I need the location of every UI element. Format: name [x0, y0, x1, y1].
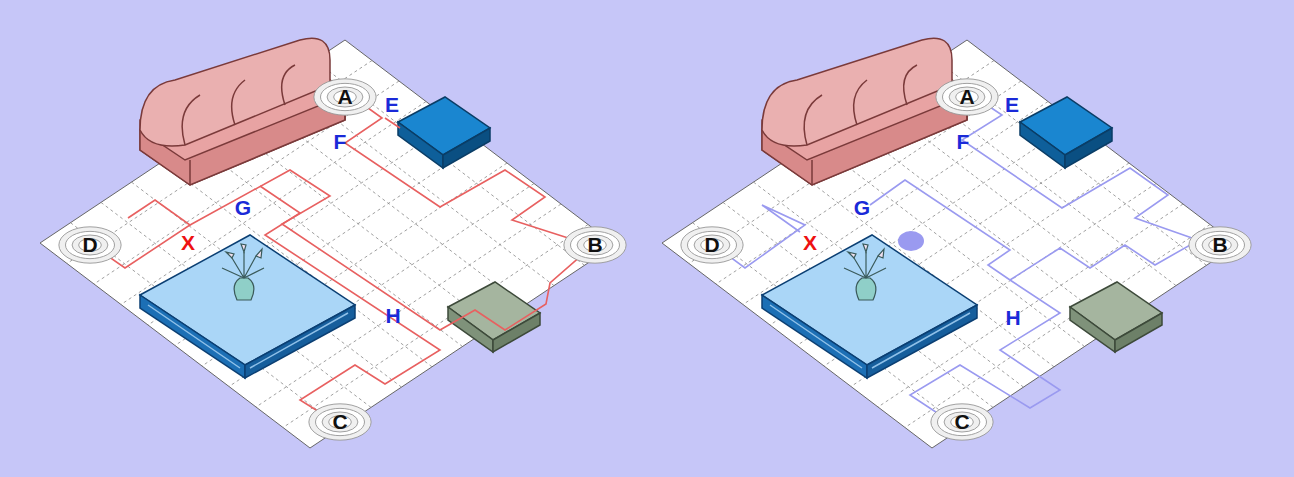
station-letter: A [959, 85, 974, 109]
waypoint-label: H [385, 304, 400, 328]
charging-station: A [934, 77, 1000, 117]
charging-station: B [1187, 225, 1253, 265]
station-letter: D [82, 233, 97, 257]
charging-station: A [312, 77, 378, 117]
room-left [40, 38, 615, 448]
charging-station: D [57, 225, 123, 265]
charging-station: D [679, 225, 745, 265]
waypoint-label: E [385, 93, 399, 117]
station-letter: A [337, 85, 352, 109]
station-letter: B [587, 233, 602, 257]
target-mark: X [181, 231, 195, 255]
charging-station: C [307, 402, 373, 442]
red-path [92, 95, 590, 425]
target-mark: X [803, 231, 817, 255]
charging-station: B [562, 225, 628, 265]
waypoint-label: F [957, 130, 970, 154]
station-letter: C [332, 410, 347, 434]
blue-dot [898, 231, 924, 251]
waypoint-label: G [854, 196, 870, 220]
waypoint-label: G [235, 196, 251, 220]
waypoint-label: H [1005, 306, 1020, 330]
room-right [662, 38, 1237, 448]
charging-station: C [929, 402, 995, 442]
station-letter: C [954, 410, 969, 434]
waypoint-label: F [334, 130, 347, 154]
station-letter: D [704, 233, 719, 257]
station-letter: B [1212, 233, 1227, 257]
waypoint-label: E [1005, 93, 1019, 117]
blue-path [714, 95, 1215, 428]
